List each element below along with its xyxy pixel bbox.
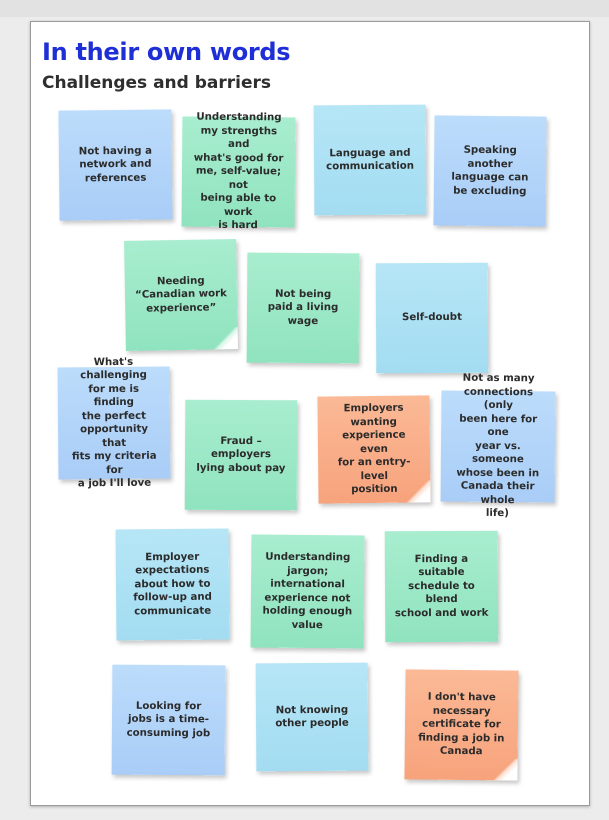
sticky-note-text: I don't have necessary certificate for f… [418,691,505,758]
sticky-note-self-doubt: Self-doubt [375,262,489,374]
sticky-note-employer-expectations: Employer expectations about how to follo… [115,528,230,641]
sticky-note-living-wage: Not being paid a living wage [246,252,360,364]
page-subtitle: Challenges and barriers [42,73,272,93]
sticky-note-looking-for-jobs: Looking for jobs is a time- consuming jo… [111,664,226,776]
page-title: In their own words [42,38,291,66]
sticky-note-text: Not knowing other people [275,704,349,730]
sticky-note-text: What's challenging for me is finding the… [71,356,157,490]
sticky-note-connections: Not as many connections (only been here … [440,373,556,519]
sticky-note-text: Finding a suitable schedule to blend sch… [394,553,489,619]
sticky-note-text: Not being paid a living wage [267,288,339,327]
sticky-note-text: Fraud – employers lying about pay [196,435,286,474]
sticky-note-text: Employers wanting experience even for an… [337,402,411,496]
sticky-note-language: Language and communication [313,104,427,216]
sticky-note-not-knowing-people: Not knowing other people [255,662,369,772]
sticky-note-schedule: Finding a suitable schedule to blend sch… [384,530,499,643]
sticky-note-canadian-experience: Needing “Canadian work experience” [124,239,238,351]
sticky-note-fraud: Fraud – employers lying about pay [184,399,298,511]
sticky-note-perfect-opportunity: What's challenging for me is finding the… [57,356,171,489]
sticky-note-certificate: I don't have necessary certificate for f… [404,669,519,781]
sticky-note-text: Employer expectations about how to follo… [133,551,212,618]
sticky-note-speaking: Speaking another language can be excludi… [433,115,547,227]
sticky-note-text: Looking for jobs is a time- consuming jo… [126,700,211,740]
viewer-top-bar [0,0,609,17]
sticky-note-text: Needing “Canadian work experience” [134,275,228,315]
sticky-note-network: Not having a network and references [58,109,173,221]
sticky-note-text: Not having a network and references [78,145,152,185]
sticky-note-entry-level: Employers wanting experience even for an… [317,395,431,504]
sticky-note-text: Understanding my strengths and what's go… [193,111,284,232]
sticky-note-text: Speaking another language can be excludi… [451,144,529,197]
sticky-note-text: Not as many connections (only been here … [456,372,540,520]
sticky-note-jargon: Understanding jargon; international expe… [250,534,365,649]
sticky-note-text: Understanding jargon; international expe… [262,551,353,631]
sticky-note-strengths: Understanding my strengths and what's go… [181,112,296,231]
sticky-note-text: Self-doubt [402,312,462,324]
sticky-note-text: Language and communication [326,147,414,173]
